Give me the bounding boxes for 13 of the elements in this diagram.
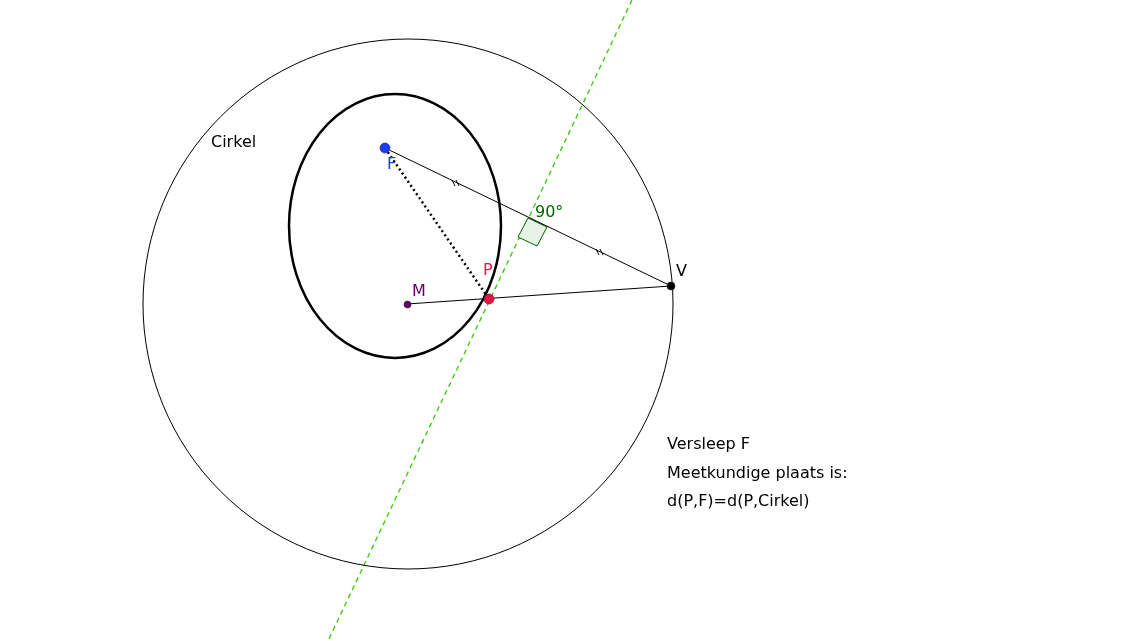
point-label: F bbox=[387, 155, 397, 173]
point-label: M bbox=[412, 282, 426, 300]
note-text: Versleep F bbox=[667, 435, 751, 453]
formula-text: d(P,F)=d(P,Cirkel) bbox=[667, 492, 810, 510]
circle-label: Cirkel bbox=[211, 133, 257, 151]
line-segment bbox=[410, 285, 668, 305]
note-text: Meetkundige plaats is: bbox=[667, 464, 848, 482]
ellipse-outline bbox=[289, 94, 501, 358]
point-label: P bbox=[483, 261, 493, 279]
point-label: V bbox=[676, 262, 687, 280]
angle-label: 90° bbox=[535, 203, 564, 221]
line-segment bbox=[389, 149, 668, 285]
dotted-segment bbox=[386, 151, 488, 296]
